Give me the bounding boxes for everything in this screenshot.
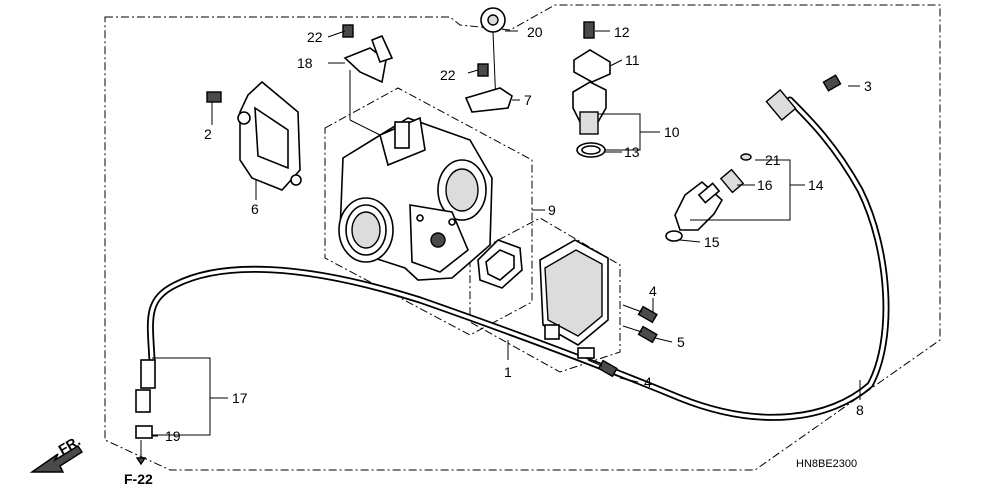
callout-2: 2 (204, 126, 212, 142)
throttle-body-group-boundary (324, 87, 533, 336)
callout-9: 9 (548, 202, 556, 218)
front-arrow (29, 445, 83, 473)
callout-22-mid: 22 (440, 67, 456, 83)
callout-18: 18 (297, 55, 313, 71)
callout-11: 11 (625, 52, 640, 68)
callout-7: 7 (524, 92, 532, 108)
leader-lines (152, 30, 861, 437)
callout-1: 1 (504, 364, 512, 380)
callout-13: 13 (624, 144, 640, 160)
callout-15: 15 (704, 234, 720, 250)
diagram-code: HN8BE2300 (796, 458, 857, 470)
callout-4-upper: 4 (649, 283, 657, 299)
callout-17: 17 (232, 390, 248, 406)
callout-6: 6 (251, 201, 259, 217)
callout-12: 12 (614, 24, 630, 40)
gasket (477, 239, 523, 289)
reference-label: F-22 (124, 471, 153, 487)
throttle-cover (237, 80, 302, 191)
callout-5: 5 (677, 334, 685, 350)
throttle-body (338, 116, 493, 281)
callout-16: 16 (757, 177, 773, 193)
callout-4-lower: 4 (644, 374, 652, 390)
callouts: 22 18 22 20 7 12 11 10 13 3 2 21 16 14 6… (165, 24, 872, 444)
fuel-hose (135, 89, 890, 421)
throttle-linkage-parts (206, 7, 842, 113)
fuel-injector (665, 153, 752, 242)
sensor-group-boundary (469, 217, 621, 373)
callout-20: 20 (527, 24, 543, 40)
callout-21: 21 (765, 152, 781, 168)
sensor-unit (539, 239, 609, 359)
callout-19: 19 (165, 428, 181, 444)
map-sensor (572, 21, 611, 158)
callout-3: 3 (864, 78, 872, 94)
callout-10: 10 (664, 124, 680, 140)
sensor-bolts (587, 304, 658, 378)
callout-8: 8 (856, 402, 864, 418)
callout-22-top: 22 (307, 29, 323, 45)
connector-clip (135, 425, 153, 466)
callout-14: 14 (808, 177, 824, 193)
assembly-boundary (104, 4, 941, 471)
